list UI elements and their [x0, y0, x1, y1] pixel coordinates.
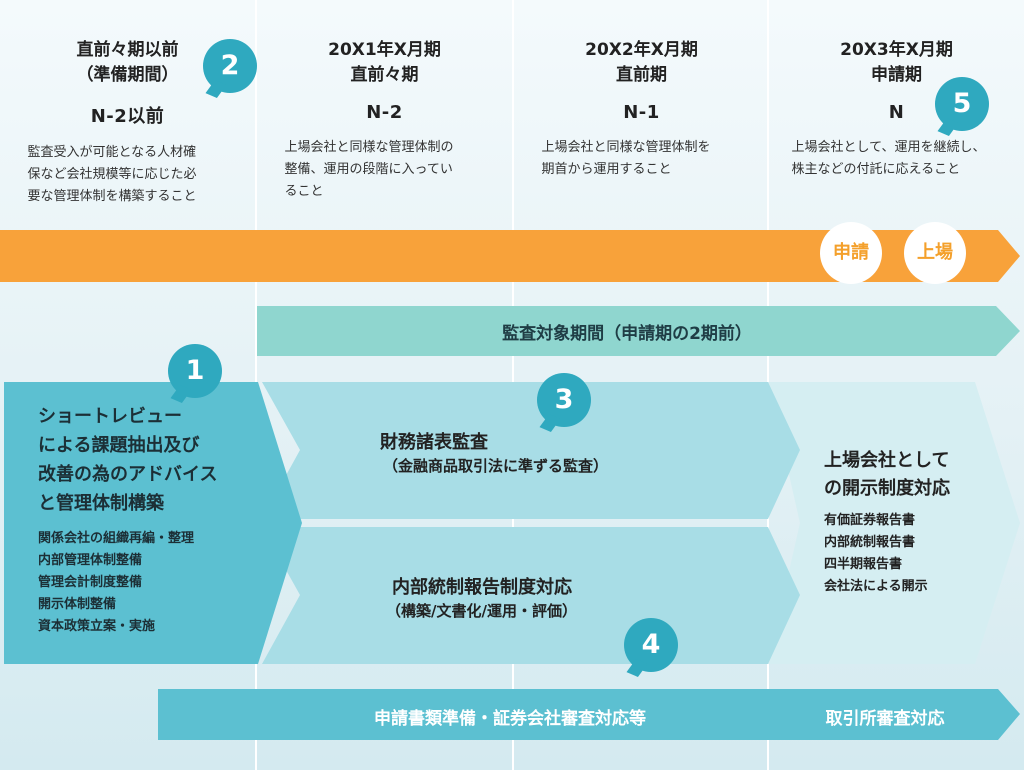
box-step3 — [262, 382, 800, 519]
step3-title: 財務諸表監査 — [380, 432, 488, 453]
desc-line: 上場会社として、運用を継続し、 — [791, 140, 986, 155]
column-header-n2: 20X1年X月期 直前々期 N-2 上場会社と同様な管理体制の 整備、運用の段階… — [257, 0, 512, 203]
step1-title-line: と管理体制構築 — [38, 493, 164, 514]
column-header-n: 20X3年X月期 申請期 N 上場会社として、運用を継続し、 株主などの付託に応… — [769, 0, 1024, 181]
list-item: 有価証券報告書 — [824, 513, 916, 528]
step-badge-4: 4 — [624, 618, 678, 672]
desc-line: 要な管理体制を構築すること — [27, 189, 197, 204]
step1-title-line: 改善の為のアドバイス — [38, 464, 218, 485]
desc-line: 株主などの付託に応えること — [791, 162, 961, 177]
list-item: 会社法による開示 — [824, 579, 928, 594]
list-item: 管理会計制度整備 — [38, 575, 143, 590]
column-title-line1: 20X2年X月期 — [585, 40, 698, 60]
period-code: N-2以前 — [90, 106, 165, 127]
step4-title: 内部統制報告制度対応 — [392, 577, 572, 598]
column-description: 上場会社と同様な管理体制を 期首から運用すること — [542, 137, 742, 181]
column-title-line2: 直前々期 — [350, 65, 419, 85]
period-code: N — [888, 102, 905, 123]
list-item: 内部管理体制整備 — [38, 553, 143, 568]
list-item: 内部統制報告書 — [824, 535, 916, 550]
column-title-line2: （準備期間） — [76, 65, 179, 85]
desc-line: 上場会社と同様な管理体制を — [541, 140, 711, 155]
step-badge-3: 3 — [537, 373, 591, 427]
listing-circle: 上場 — [904, 222, 966, 284]
column-header-prep: 直前々期以前 （準備期間） N-2以前 監査受入が可能となる人材確 保など会社規… — [0, 0, 255, 208]
step5-title-line: 上場会社として — [824, 450, 950, 471]
step5-title-line: の開示制度対応 — [824, 478, 950, 499]
step-badge-2: 2 — [203, 39, 257, 93]
step1-title-line: ショートレビュー — [38, 406, 182, 427]
column-title-line1: 直前々期以前 — [76, 40, 179, 60]
list-item: 関係会社の組織再編・整理 — [38, 531, 195, 546]
step-badge-1: 1 — [168, 344, 222, 398]
step1-items: 関係会社の組織再編・整理 内部管理体制整備 管理会計制度整備 開示体制整備 資本… — [38, 528, 194, 638]
step-badge-5: 5 — [935, 77, 989, 131]
step1-title-line: による課題抽出及び — [38, 435, 200, 456]
column-description: 上場会社と同様な管理体制の 整備、運用の段階に入ってい ること — [285, 137, 485, 203]
list-item: 資本政策立案・実施 — [38, 619, 156, 634]
box-step1 — [4, 382, 302, 664]
column-title-line1: 20X1年X月期 — [328, 40, 441, 60]
step1-title: ショートレビュー による課題抽出及び 改善の為のアドバイス と管理体制構築 — [38, 402, 217, 518]
box-step5 — [768, 382, 1020, 664]
timeline-arrow — [0, 230, 1020, 282]
step4-subtitle: （構築/文書化/運用・評価） — [386, 602, 577, 620]
desc-line: ること — [284, 184, 324, 199]
period-code: N-1 — [623, 102, 660, 123]
desc-line: 監査受入が可能となる人材確 — [27, 145, 197, 160]
bottom-bar-left-label: 申請書類準備・証券会社審査対応等 — [374, 709, 646, 729]
column-title-line2: 直前期 — [616, 65, 667, 85]
bottom-bar-right-label: 取引所審査対応 — [825, 709, 945, 729]
column-header-n1: 20X2年X月期 直前期 N-1 上場会社と同様な管理体制を 期首から運用するこ… — [514, 0, 769, 181]
desc-line: 整備、運用の段階に入ってい — [284, 162, 453, 177]
column-title-line1: 20X3年X月期 — [840, 40, 953, 60]
audit-period-arrow — [257, 306, 1020, 356]
column-title-line2: 申請期 — [871, 65, 922, 85]
audit-period-label: 監査対象期間（申請期の2期前） — [502, 324, 752, 344]
period-code: N-2 — [366, 102, 403, 123]
list-item: 四半期報告書 — [824, 557, 903, 572]
bottom-arrow — [158, 689, 1020, 740]
desc-line: 保など会社規模等に応じた必 — [27, 167, 197, 182]
step3-subtitle: （金融商品取引法に準ずる監査） — [383, 457, 609, 475]
list-item: 開示体制整備 — [38, 597, 117, 612]
column-description: 監査受入が可能となる人材確 保など会社規模等に応じた必 要な管理体制を構築するこ… — [28, 142, 228, 208]
desc-line: 期首から運用すること — [541, 162, 672, 177]
apply-circle: 申請 — [820, 222, 882, 284]
desc-line: 上場会社と同様な管理体制の — [284, 140, 454, 155]
step5-title: 上場会社として の開示制度対応 — [824, 447, 950, 503]
step5-items: 有価証券報告書 内部統制報告書 四半期報告書 会社法による開示 — [824, 510, 928, 598]
column-description: 上場会社として、運用を継続し、 株主などの付託に応えること — [792, 137, 1002, 181]
